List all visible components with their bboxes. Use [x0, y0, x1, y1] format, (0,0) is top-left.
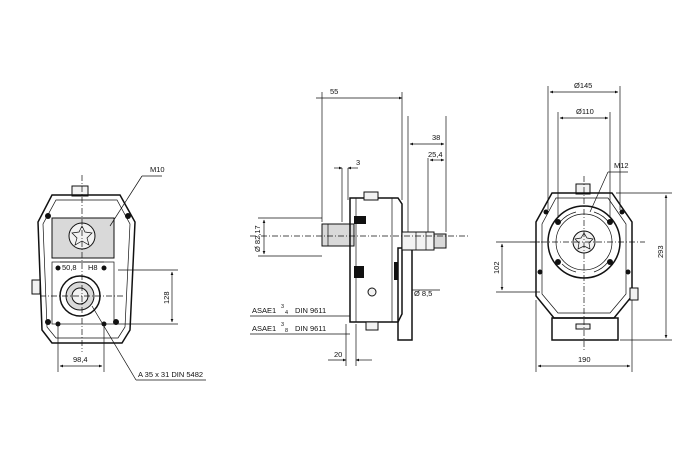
rear-view: Ø145 Ø110 M12 293 102 190	[492, 81, 672, 372]
shaft-38-label: 38	[432, 133, 440, 142]
port-top-suffix: DIN 9611	[295, 306, 326, 315]
side-body	[349, 197, 403, 323]
width-190-label: 190	[578, 355, 591, 364]
rear-top-boss	[575, 183, 591, 195]
front-housing	[37, 194, 136, 344]
bolt-hole-icon	[45, 319, 51, 325]
port-bottom-prefix: ASAE1	[252, 324, 276, 333]
side-top-cap	[363, 191, 379, 201]
rear-bottom-foot	[551, 317, 619, 341]
front-top-boss	[71, 185, 89, 197]
port-top-frac-num: 3	[281, 304, 284, 310]
offset-102-label: 102	[492, 261, 501, 274]
front-view: M10 50,8 H8 128 98,4 A 35 x 31 DIN 5482	[31, 165, 206, 381]
port-icon	[354, 216, 366, 224]
side-output-tip	[433, 233, 447, 249]
port-bottom-suffix: DIN 9611	[295, 324, 326, 333]
diameter-82-label: Ø 82,17	[253, 225, 262, 252]
bolt-hole-icon	[555, 219, 561, 225]
bolt-hole-icon	[537, 269, 543, 275]
m12-leader	[589, 171, 609, 213]
bolt-hole-icon	[619, 209, 625, 215]
bolt-hole-icon	[125, 213, 131, 219]
port-bottom-frac-den: 8	[285, 328, 288, 334]
rear-housing-inner	[541, 197, 627, 314]
side-flange-plate	[397, 247, 413, 341]
bore-dim-label: 50,8	[62, 263, 77, 272]
port-top-prefix: ASAE1	[252, 306, 276, 315]
width-98-label: 98,4	[73, 355, 88, 364]
side-view: 55 38 25,4 3 Ø 82,17 Ø 8,5 20 ASAE1	[250, 87, 470, 366]
offset-3-label: 3	[356, 158, 360, 167]
fit-label: H8	[88, 263, 98, 272]
shaft-dia-label: 25,4	[428, 150, 443, 159]
side-bottom-cap	[365, 321, 379, 331]
bolt-hole-icon	[625, 269, 631, 275]
bolt-hole-icon	[45, 213, 51, 219]
height-128-label: 128	[162, 291, 171, 304]
outer-dia-label: Ø145	[574, 81, 592, 90]
m12-label: M12	[614, 161, 629, 170]
bolt-hole-icon	[101, 265, 107, 271]
bolt-hole-icon	[55, 321, 61, 327]
port-icon	[354, 266, 364, 278]
rear-foot-slot	[575, 323, 591, 330]
flange-slot-icon	[394, 262, 398, 280]
port-bottom-frac-num: 3	[281, 322, 284, 328]
inner-dia-label: Ø110	[576, 107, 594, 116]
m10-leader	[109, 175, 143, 227]
bolt-hole-icon	[555, 259, 561, 265]
bolt-hole-icon	[543, 209, 549, 215]
side-input-shaft	[321, 223, 355, 247]
spline-leader	[91, 305, 137, 381]
length-55-label: 55	[330, 87, 338, 96]
bolt-hole-icon	[607, 219, 613, 225]
front-side-lug	[31, 279, 41, 295]
side-output-shaft	[401, 231, 435, 251]
bolt-hole-icon	[101, 321, 107, 327]
flange-20-label: 20	[334, 350, 342, 359]
bore-85-label: Ø 8,5	[414, 289, 432, 298]
arc-slot-icon	[561, 263, 577, 273]
height-293-label: 293	[656, 245, 665, 258]
bolt-hole-icon	[113, 319, 119, 325]
spline-label: A 35 x 31 DIN 5482	[138, 370, 203, 379]
port-circle-icon	[367, 287, 377, 297]
port-top-frac-den: 4	[285, 310, 288, 316]
bolt-hole-icon	[607, 259, 613, 265]
bolt-hole-icon	[55, 265, 61, 271]
rear-side-lug	[629, 287, 639, 301]
m10-label: M10	[150, 165, 165, 174]
